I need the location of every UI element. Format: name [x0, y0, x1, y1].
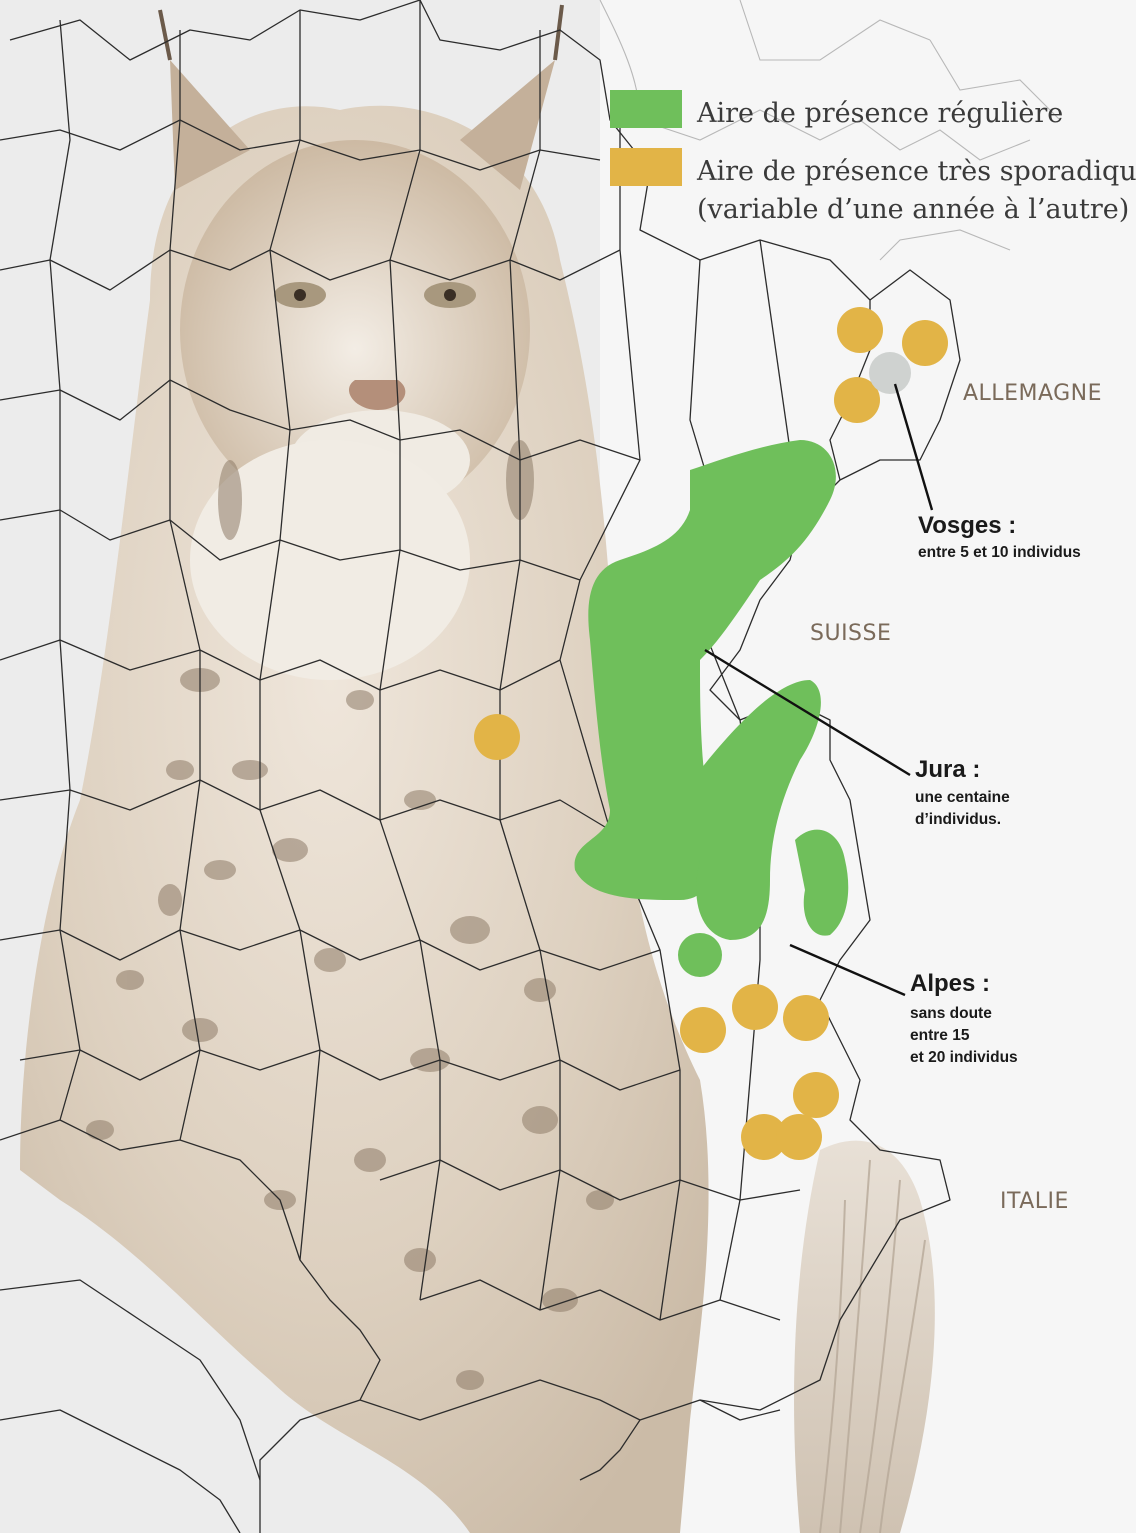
annotation-title: Jura :: [915, 756, 980, 783]
jura-south-regular-area: [696, 680, 821, 940]
vosges-jura-regular-area: [574, 440, 836, 900]
annotation-line: sans doute: [910, 1005, 992, 1022]
annotation-vosges: Vosges : entre 5 et 10 individus: [918, 512, 1081, 561]
annotation-title: Vosges :: [918, 512, 1016, 539]
sporadic-marker: [680, 1007, 726, 1053]
annotation-alpes: Alpes : sans doute entre 15 et 20 indivi…: [910, 970, 1018, 1066]
sporadic-marker: [793, 1072, 839, 1118]
sporadic-marker: [776, 1114, 822, 1160]
legend-swatch-sporadic: [610, 148, 682, 186]
country-label-allemagne: ALLEMAGNE: [963, 381, 1102, 406]
legend-label-sporadic-note: (variable d’une année à l’autre): [697, 194, 1129, 225]
annotation-line: une centaine: [915, 789, 1010, 806]
alps-isolated-regular-area: [678, 933, 722, 977]
annotation-title: Alpes :: [910, 970, 990, 997]
department-borders: [0, 0, 961, 1533]
alps-north-regular-area: [795, 829, 849, 936]
legend: Aire de présence régulière Aire de prése…: [610, 90, 1136, 225]
sporadic-marker: [732, 984, 778, 1030]
country-label-italie: ITALIE: [1000, 1189, 1069, 1214]
sporadic-marker: [834, 377, 880, 423]
leader-lines: [704, 383, 934, 997]
legend-label-sporadic: Aire de présence très sporadique: [696, 156, 1136, 187]
annotation-line: entre 15: [910, 1027, 970, 1044]
legend-swatch-regular: [610, 90, 682, 128]
regular-presence-areas: [574, 440, 849, 977]
legend-label-regular: Aire de présence régulière: [696, 98, 1063, 129]
sporadic-marker: [741, 1114, 787, 1160]
uncertain-marker: [869, 352, 911, 394]
annotation-line: d’individus.: [915, 811, 1001, 828]
annotation-line: entre 5 et 10 individus: [918, 544, 1081, 561]
sporadic-marker: [783, 995, 829, 1041]
sporadic-marker: [837, 307, 883, 353]
country-labels: ALLEMAGNE SUISSE ITALIE: [810, 381, 1102, 1214]
annotation-jura: Jura : une centaine d’individus.: [915, 756, 1010, 828]
annotation-line: et 20 individus: [910, 1049, 1018, 1066]
sporadic-presence-markers: [474, 307, 948, 1160]
sporadic-marker: [474, 714, 520, 760]
sporadic-marker: [902, 320, 948, 366]
country-label-suisse: SUISSE: [810, 621, 891, 646]
